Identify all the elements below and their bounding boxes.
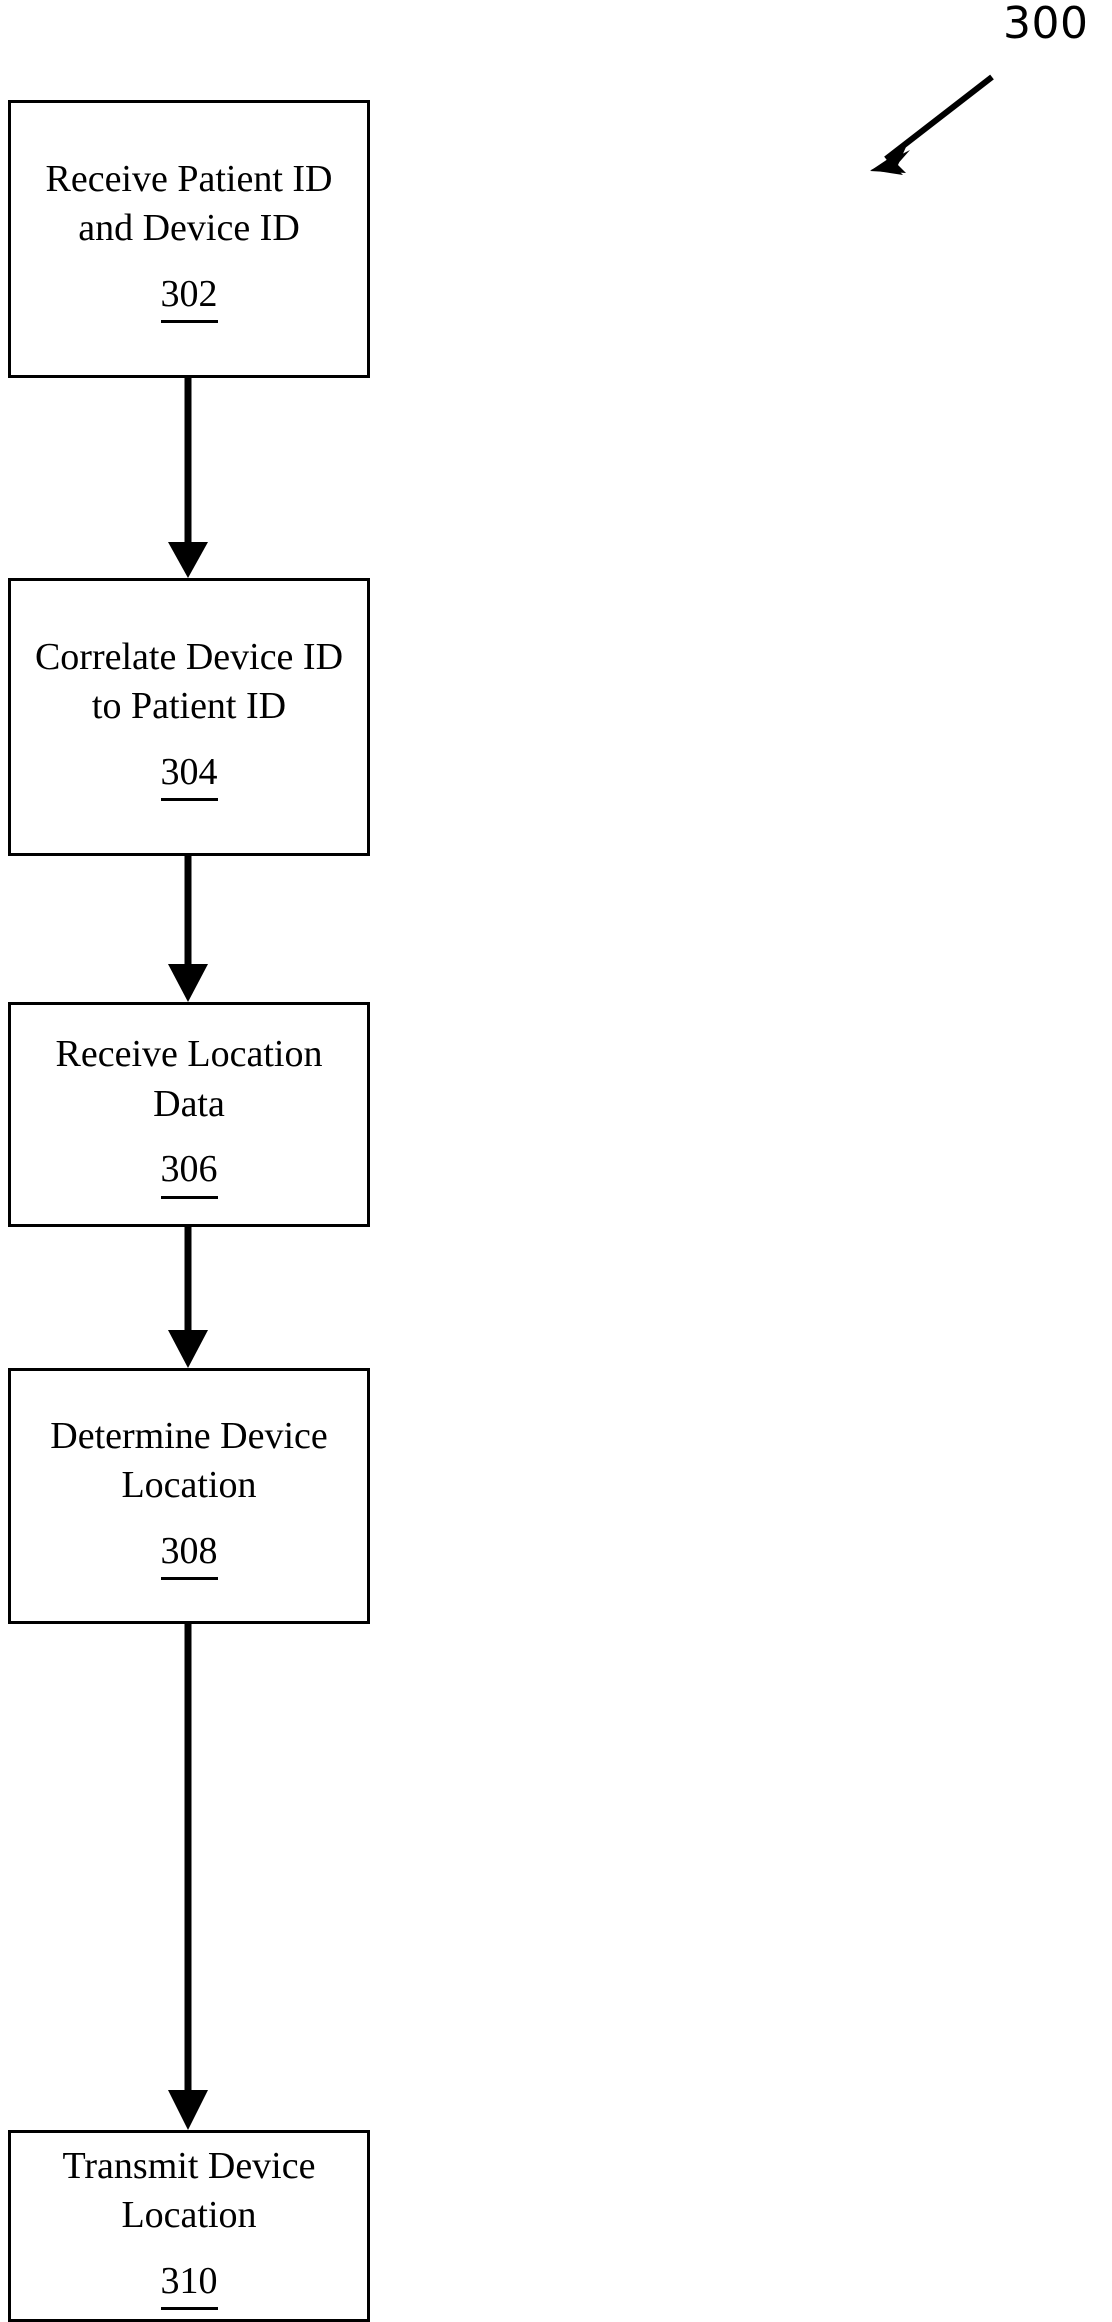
step-302-number: 302 — [160, 270, 218, 324]
step-302-line-2: and Device ID — [78, 207, 300, 250]
step-304-line-1: Correlate Device ID — [34, 635, 344, 678]
flow-step-box-302: Receive Patient ID and Device ID 302 — [8, 100, 370, 378]
step-306-line-1: Receive Location — [55, 1033, 323, 1076]
step-310-line-2: Location — [121, 2194, 257, 2237]
step-304-number-text: 304 — [160, 748, 218, 802]
flow-step-box-306: Receive Location Data 306 — [8, 1002, 370, 1227]
step-304-line-2: to Patient ID — [91, 685, 287, 728]
step-306-line-2: Data — [153, 1082, 225, 1125]
step-306-number: 306 — [160, 1145, 218, 1199]
step-308-number: 308 — [160, 1527, 218, 1581]
flow-step-box-310: Transmit Device Location 310 — [8, 2130, 370, 2322]
step-302-line-1: Receive Patient ID — [45, 157, 333, 200]
connector-arrow-302-to-304 — [168, 378, 208, 578]
step-302-number-text: 302 — [160, 270, 218, 324]
step-308-line-1: Determine Device — [50, 1414, 328, 1457]
connector-arrow-304-to-306 — [168, 856, 208, 1002]
step-308-line-2: Location — [121, 1464, 257, 1507]
flow-step-box-304: Correlate Device ID to Patient ID 304 — [8, 578, 370, 856]
flow-step-box-308: Determine Device Location 308 — [8, 1368, 370, 1624]
step-310-number-text: 310 — [160, 2257, 218, 2311]
connector-arrow-308-to-310 — [168, 1624, 208, 2130]
step-310-number: 310 — [160, 2257, 218, 2311]
step-308-number-text: 308 — [160, 1527, 218, 1581]
figure-leader-arrow-icon — [870, 74, 994, 175]
step-304-number: 304 — [160, 748, 218, 802]
connector-arrow-306-to-308 — [168, 1227, 208, 1368]
step-306-number-text: 306 — [160, 1145, 218, 1199]
figure-reference-numeral: 300 — [1003, 0, 1089, 49]
step-310-line-1: Transmit Device — [62, 2144, 316, 2187]
